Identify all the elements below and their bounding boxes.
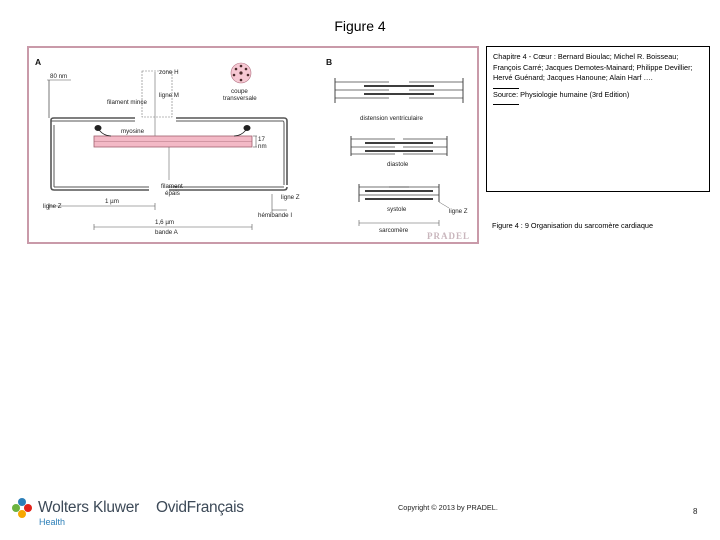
myosin-neck-right bbox=[233, 129, 247, 137]
thin-filament-top-left bbox=[50, 117, 135, 125]
ovid-francais-logo: OvidFrançais bbox=[156, 499, 244, 516]
label-hemibande: hémibande I bbox=[258, 212, 292, 219]
panel-b-label: B bbox=[326, 57, 332, 67]
cross-dot bbox=[239, 78, 243, 82]
figure-caption: Figure 4 : 9 Organisation du sarcomère c… bbox=[492, 221, 654, 230]
cross-dot bbox=[239, 64, 243, 68]
cross-dot bbox=[232, 73, 236, 77]
copyright-notice: Copyright © 2013 by PRADEL. bbox=[398, 503, 498, 512]
label-1um: 1 µm bbox=[105, 198, 119, 205]
myosin-head-right bbox=[243, 125, 251, 131]
label-1-6um: 1,6 µm bbox=[155, 219, 174, 226]
label-filament: filament bbox=[161, 183, 183, 190]
sarcomere-distension bbox=[334, 78, 464, 103]
chapter-authors: Chapitre 4 - Cœur : Bernard Bioulac; Mic… bbox=[493, 52, 693, 83]
divider bbox=[493, 104, 519, 106]
zone-h-box bbox=[141, 70, 173, 118]
label-80nm: 80 nm bbox=[50, 73, 67, 80]
sarcomere-systole bbox=[358, 184, 440, 202]
thin-filament-top-left-inner bbox=[50, 120, 135, 125]
label-ligne-z-b: ligne Z bbox=[449, 208, 468, 215]
sarcomere-diagram: A B 80 nm zone H ligne M coupe transvers… bbox=[35, 57, 470, 241]
source-text: Source: Physiologie humaine (3rd Edition… bbox=[493, 89, 630, 99]
sarcomere-figure: A B 80 nm zone H ligne M coupe transvers… bbox=[27, 46, 479, 244]
thin-filament-bottom-left bbox=[50, 186, 149, 191]
info-box: Chapitre 4 - Cœur : Bernard Bioulac; Mic… bbox=[486, 46, 710, 192]
label-ligne-z-left: ligne Z bbox=[43, 203, 62, 210]
page-number: 8 bbox=[693, 507, 698, 516]
pradel-watermark: PRADEL bbox=[427, 231, 470, 241]
cross-dot bbox=[239, 71, 243, 75]
label-epais: épais bbox=[165, 190, 180, 197]
divider bbox=[493, 87, 519, 89]
label-ligne-z-right: ligne Z bbox=[281, 194, 300, 201]
label-myosine: myosine bbox=[121, 128, 145, 135]
thin-filament-top-right-inner bbox=[176, 120, 285, 185]
thin-filament-top-right bbox=[176, 117, 288, 185]
label-filament-mince: filament mince bbox=[107, 99, 147, 106]
label-systole: systole bbox=[387, 206, 407, 213]
cross-dot bbox=[234, 67, 238, 71]
wolters-kluwer-icon bbox=[12, 498, 32, 518]
label-diastole: diastole bbox=[387, 161, 409, 168]
label-distension: distension ventriculaire bbox=[360, 115, 423, 122]
ligne-z-pointer bbox=[438, 201, 450, 209]
label-ligne-m: ligne M bbox=[159, 92, 179, 99]
myosin-head-left bbox=[94, 125, 102, 131]
label-nm: nm bbox=[258, 143, 267, 150]
label-zone-h: zone H bbox=[159, 69, 179, 76]
label-bande-a: bande A bbox=[155, 229, 179, 236]
label-transversale: transversale bbox=[223, 95, 257, 102]
label-coupe: coupe bbox=[231, 88, 248, 95]
sarcomere-diastole bbox=[350, 136, 448, 156]
cross-dot bbox=[244, 67, 248, 71]
wolters-kluwer-health: Health bbox=[39, 517, 66, 527]
cross-dot bbox=[246, 73, 250, 77]
label-sarcomere: sarcomère bbox=[379, 227, 409, 234]
slide-title: Figure 4 bbox=[334, 18, 386, 34]
label-17: 17 bbox=[258, 136, 265, 143]
wolters-kluwer-name: Wolters Kluwer bbox=[38, 499, 140, 516]
thin-filament-bottom-right bbox=[169, 186, 288, 191]
wolters-kluwer-logo: Wolters Kluwer Health bbox=[10, 496, 140, 530]
myosin-neck-left bbox=[98, 129, 112, 137]
panel-a-label: A bbox=[35, 57, 41, 67]
